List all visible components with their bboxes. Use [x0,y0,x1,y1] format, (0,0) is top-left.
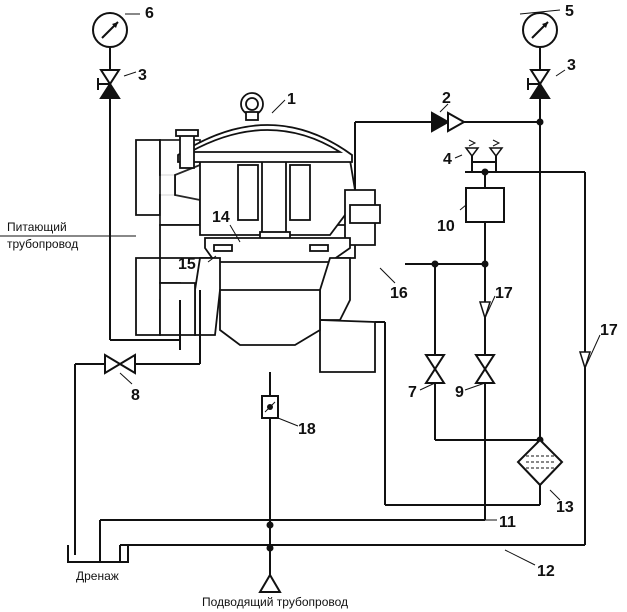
callout-9: 9 [455,384,464,401]
gauge-valve-3-left [97,69,121,99]
callout-14: 14 [212,209,230,226]
callout-2: 2 [442,90,451,107]
check-valve-2 [431,111,467,133]
callout-1: 1 [287,91,296,108]
callout-10: 10 [437,218,455,235]
callout-6: 6 [145,5,154,22]
relief-valves-4 [464,139,504,172]
supply-label-line2: трубопровод [7,237,78,251]
drain-label: Дренаж [76,569,119,583]
flow-arrows-17 [478,301,592,371]
pressure-gauge-6 [92,12,128,48]
supply-label-line1: Питающий [7,220,67,234]
callout-3-left: 3 [138,67,147,84]
needle-valve-9 [474,354,496,384]
gauge-valve-3-right [527,69,551,99]
callout-3-right: 3 [567,57,576,74]
callout-12: 12 [537,563,555,580]
callout-17-center: 17 [495,285,513,302]
element-18 [261,395,279,419]
inlet-triangle [258,573,282,593]
callout-17-right: 17 [600,322,618,339]
callout-5: 5 [565,3,574,20]
callout-7: 7 [408,384,417,401]
leader-lines [119,9,601,566]
drain-valve-8 [104,353,136,375]
filter-13 [516,438,564,487]
diaphragm-cover [175,92,353,169]
callout-4: 4 [443,151,452,168]
callout-15: 15 [178,256,196,273]
callout-13: 13 [556,499,574,516]
callout-16: 16 [390,285,408,302]
inlet-label: Подводящий трубопровод [202,595,348,609]
needle-valve-7 [424,354,446,384]
junctions [266,118,544,552]
valve-body [135,139,381,373]
callout-18: 18 [298,421,316,438]
callout-8: 8 [131,387,140,404]
callout-11: 11 [499,514,516,531]
pressure-gauge-5 [522,12,558,48]
pilot-10 [465,187,505,223]
